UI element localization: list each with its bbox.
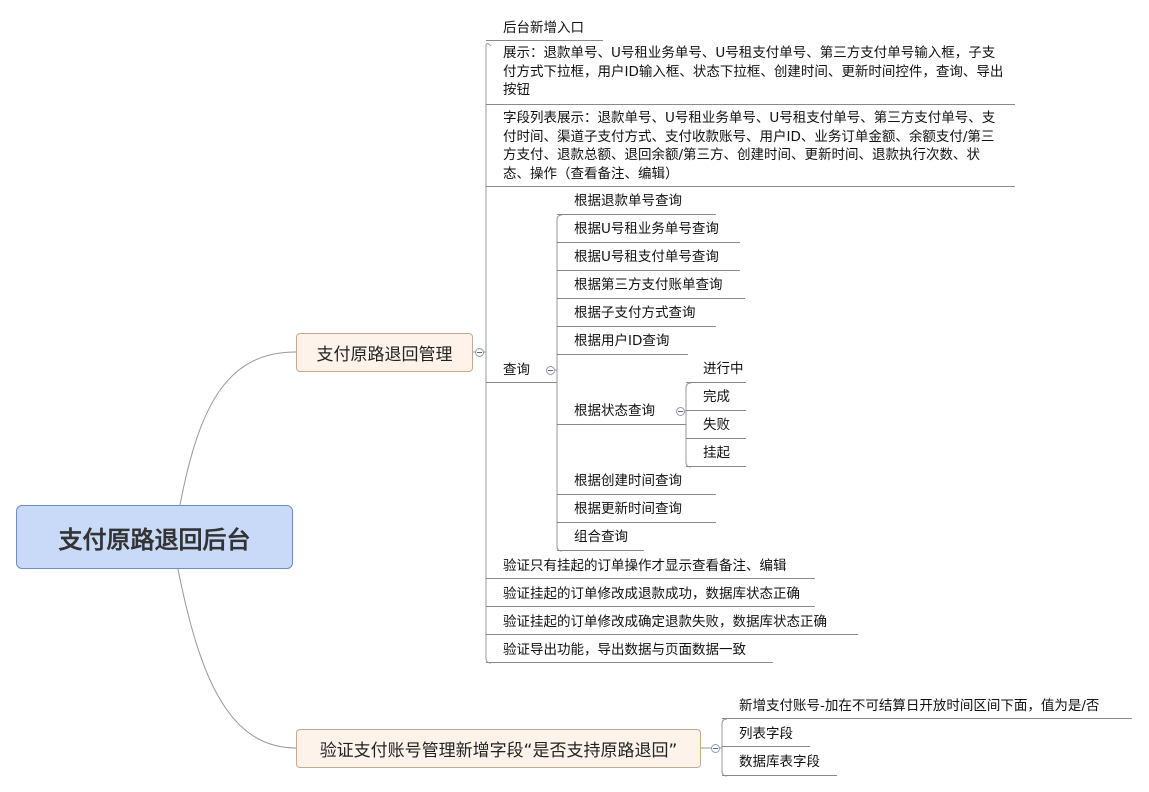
query-item[interactable]: 根据子支付方式查询 [557,304,716,327]
status-item[interactable]: 失败 [686,416,746,439]
query-item[interactable]: 根据U号租支付单号查询 [557,248,740,271]
node-item[interactable]: 展示：退款单号、U号租业务单号、U号租支付单号、第三方支付单号输入框，子支付方式… [486,44,1015,105]
collapse-icon[interactable] [711,744,720,753]
node-item[interactable]: 验证导出功能，导出数据与页面数据一致 [486,641,773,663]
branch-node-account-field[interactable]: 验证支付账号管理新增字段“是否支持原路退回” [296,729,701,768]
query-item[interactable]: 根据退款单号查询 [557,192,716,215]
root-to-branch1-curve [179,351,297,506]
node-item[interactable]: 后台新增入口 [486,19,603,41]
status-item[interactable]: 挂起 [686,444,746,467]
query-item[interactable]: 根据创建时间查询 [557,472,716,495]
root-node[interactable]: 支付原路退回后台 [16,505,293,569]
collapse-icon[interactable] [546,366,555,375]
account-field-item[interactable]: 新增支付账号-加在不可结算日开放时间区间下面，值为是/否 [722,697,1132,719]
node-item[interactable]: 验证挂起的订单修改成确定退款失败，数据库状态正确 [486,613,858,635]
account-field-item[interactable]: 数据库表字段 [722,753,837,776]
branch-node-refund-management[interactable]: 支付原路退回管理 [296,333,473,372]
node-item[interactable]: 字段列表展示：退款单号、U号租业务单号、U号租支付单号、第三方支付单号、支付时间… [486,109,1015,187]
collapse-icon[interactable] [475,348,484,357]
query-item[interactable]: 根据更新时间查询 [557,500,716,523]
query-item[interactable]: 组合查询 [557,528,644,551]
collapse-icon[interactable] [676,407,685,416]
query-item-status[interactable]: 根据状态查询 [557,402,686,425]
query-item[interactable]: 根据U号租业务单号查询 [557,220,740,243]
query-item[interactable]: 根据用户ID查询 [557,332,688,355]
account-field-item[interactable]: 列表字段 [722,725,810,747]
node-item[interactable]: 验证只有挂起的订单操作才显示查看备注、编辑 [486,557,815,579]
root-to-branch2-curve [177,568,297,749]
node-item[interactable]: 验证挂起的订单修改成退款成功，数据库状态正确 [486,585,815,607]
node-item-query[interactable]: 查询 [486,361,557,383]
query-item[interactable]: 根据第三方支付账单查询 [557,276,745,299]
status-item[interactable]: 完成 [686,388,746,411]
status-item[interactable]: 进行中 [686,360,746,383]
